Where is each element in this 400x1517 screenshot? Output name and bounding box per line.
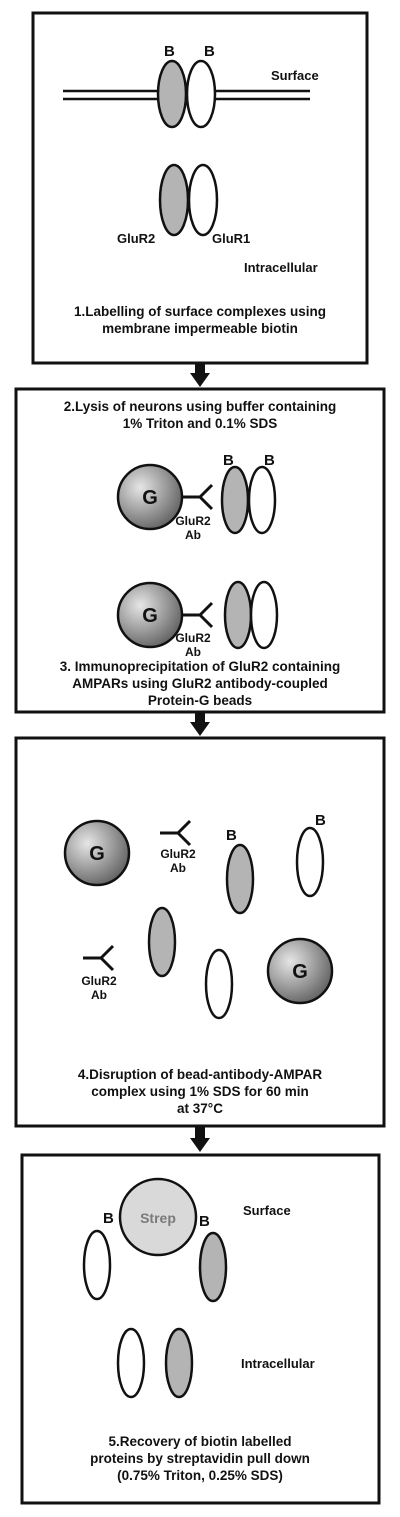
- free-antibody-2-label-line-1: GluR2: [81, 974, 117, 988]
- flow-arrow-1: [190, 364, 210, 387]
- free-glur2-antibody-1: [160, 819, 192, 847]
- panel-4-frame: [20, 1153, 381, 1505]
- free-bead-2-label: G: [292, 961, 308, 983]
- complex-1-biotin-right: B: [264, 452, 275, 469]
- biotin-label-right: B: [204, 43, 215, 60]
- complex-2-glur2-subunit: [223, 580, 253, 650]
- panel-2-caption-top-line-1: 2.Lysis of neurons using buffer containi…: [64, 399, 337, 414]
- glur1-label: GluR1: [212, 231, 250, 246]
- streptavidin-bead: [118, 1177, 198, 1257]
- intracellular-recovered-glur1: [116, 1327, 146, 1399]
- bead-1-label: G: [142, 487, 158, 509]
- panel-1-caption-line-1: 1.Labelling of surface complexes using: [74, 304, 326, 319]
- flow-arrow-2: [190, 713, 210, 736]
- complex-1-glur1-subunit: [247, 465, 277, 535]
- intracellular-label: Intracellular: [244, 260, 318, 275]
- panel-4-caption-line-3: (0.75% Triton, 0.25% SDS): [117, 1468, 283, 1483]
- recovered-glur2-subunit: [198, 1231, 228, 1303]
- streptavidin-label: Strep: [140, 1210, 176, 1226]
- intracellular-recovered-glur2: [164, 1327, 194, 1399]
- panel-2-caption-bottom-line-3: Protein-G beads: [148, 693, 252, 708]
- panel-2-caption-top-line-2: 1% Triton and 0.1% SDS: [123, 416, 278, 431]
- panel-3-caption-line-1: 4.Disruption of bead-antibody-AMPAR: [78, 1067, 322, 1082]
- glur2-label: GluR2: [117, 231, 155, 246]
- surface-glur1-subunit: [185, 59, 217, 129]
- complex-1-biotin-left: B: [223, 452, 234, 469]
- panel-1-surface-labelling: B B Surface GluR2 GluR1 Intracellular 1.…: [31, 11, 369, 365]
- surface-label: Surface: [271, 68, 319, 83]
- panel-2-frame: [14, 387, 386, 714]
- free-antibody-1-label-line-2: Ab: [170, 861, 186, 875]
- panel-1-caption-line-2: membrane impermeable biotin: [102, 321, 298, 336]
- free-antibody-2-label-line-2: Ab: [91, 988, 107, 1002]
- intracellular-glur1-subunit: [187, 163, 219, 237]
- panel-4-streptavidin-recovery: Strep B B Surface Intracellular 5.Recove…: [20, 1153, 381, 1505]
- panel-4-caption-line-1: 5.Recovery of biotin labelled: [108, 1434, 291, 1449]
- free-glur2-subunit: [147, 906, 177, 978]
- panel-3-frame: [14, 736, 386, 1128]
- complex-2-glur1-subunit: [249, 580, 279, 650]
- free-protein-g-bead-2: [266, 937, 334, 1005]
- panel-3-caption-line-3: at 37°C: [177, 1101, 223, 1116]
- biotin-label-left: B: [164, 43, 175, 60]
- panel-2-caption-bottom-line-2: AMPARs using GluR2 antibody-coupled: [72, 676, 328, 691]
- recovered-glur1-subunit: [82, 1229, 112, 1301]
- free-glur1-biotin-label: B: [315, 812, 326, 829]
- panel-4-intracellular-label: Intracellular: [241, 1356, 315, 1371]
- antibody-1-label-line-1: GluR2: [175, 514, 211, 528]
- panel-3-complex-disruption: G GluR2 Ab B B GluR2 Ab G 4.Disruption o…: [14, 736, 386, 1128]
- free-glur1-subunit: [204, 948, 234, 1020]
- bead-2-label: G: [142, 605, 158, 627]
- free-biotinylated-glur1-subunit: [295, 826, 325, 898]
- free-protein-g-bead-1: [63, 819, 131, 887]
- surface-glur2-subunit: [156, 59, 188, 129]
- panel-2-lysis-immunoprecipitation: 2.Lysis of neurons using buffer containi…: [14, 387, 386, 714]
- panel-4-surface-label: Surface: [243, 1203, 291, 1218]
- glur2-antibody-2: [182, 601, 214, 629]
- panel-4-caption-line-2: proteins by streptavidin pull down: [90, 1451, 310, 1466]
- flow-arrow-3: [190, 1127, 210, 1152]
- intracellular-glur2-subunit: [158, 163, 190, 237]
- free-biotinylated-glur2-subunit: [225, 843, 255, 915]
- antibody-1-label-line-2: Ab: [185, 528, 201, 542]
- antibody-2-label-line-1: GluR2: [175, 631, 211, 645]
- free-bead-1-label: G: [89, 843, 105, 865]
- glur2-antibody-1: [182, 483, 214, 511]
- free-glur2-antibody-2: [83, 944, 115, 972]
- antibody-2-label-line-2: Ab: [185, 645, 201, 659]
- complex-1-glur2-subunit: [220, 465, 250, 535]
- free-glur2-biotin-label: B: [226, 827, 237, 844]
- recovered-biotin-left: B: [103, 1210, 114, 1227]
- recovered-biotin-right: B: [199, 1213, 210, 1230]
- free-antibody-1-label-line-1: GluR2: [160, 847, 196, 861]
- panel-2-caption-bottom-line-1: 3. Immunoprecipitation of GluR2 containi…: [60, 659, 341, 674]
- panel-3-caption-line-2: complex using 1% SDS for 60 min: [91, 1084, 309, 1099]
